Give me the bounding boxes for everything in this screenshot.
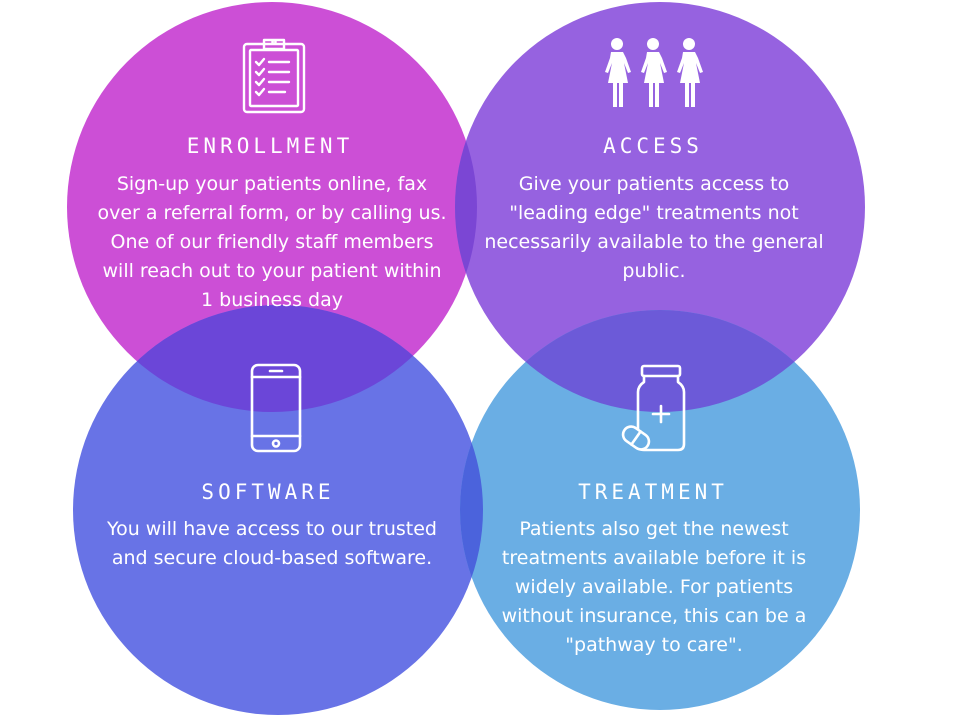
enrollment-line: over a referral form, or by calling us. (97, 202, 447, 224)
treatment-line: Patients also get the newest (519, 518, 789, 540)
three-women-icon (605, 38, 703, 107)
software-title: SOFTWARE (201, 480, 335, 504)
circle-software (73, 305, 483, 715)
treatment-line: treatments available before it is (501, 547, 807, 569)
enrollment-text: Sign-up your patients online, fax over a… (92, 170, 452, 315)
software-text: You will have access to our trusted and … (92, 515, 452, 573)
software-line: You will have access to our trusted (107, 518, 437, 540)
software-line: and secure cloud-based software. (111, 547, 433, 569)
enrollment-line: One of our friendly staff members (110, 231, 434, 253)
circle-treatment (460, 310, 860, 710)
access-line: necessarily available to the general (484, 231, 824, 253)
treatment-title: TREATMENT (578, 480, 728, 504)
enrollment-line: Sign-up your patients online, fax (116, 173, 428, 195)
access-text: Give your patients access to "leading ed… (474, 170, 834, 286)
medicine-bottle-pill-icon (621, 364, 686, 452)
circle-enrollment (67, 2, 477, 412)
enrollment-line: 1 business day (201, 289, 343, 311)
smartphone-icon (250, 363, 302, 453)
treatment-line: without insurance, this can be a (501, 605, 807, 627)
clipboard-checklist-icon (242, 38, 306, 114)
circle-access (455, 2, 865, 412)
access-title: ACCESS (603, 134, 703, 158)
access-line: "leading edge" treatments not (509, 202, 799, 224)
treatment-line: "pathway to care". (565, 634, 743, 656)
access-line: public. (622, 260, 686, 282)
treatment-text: Patients also get the newest treatments … (474, 515, 834, 660)
enrollment-line: will reach out to your patient within (102, 260, 442, 282)
access-line: Give your patients access to (518, 173, 790, 195)
enrollment-title: ENROLLMENT (186, 134, 354, 158)
treatment-line: widely available. For patients (514, 576, 794, 598)
